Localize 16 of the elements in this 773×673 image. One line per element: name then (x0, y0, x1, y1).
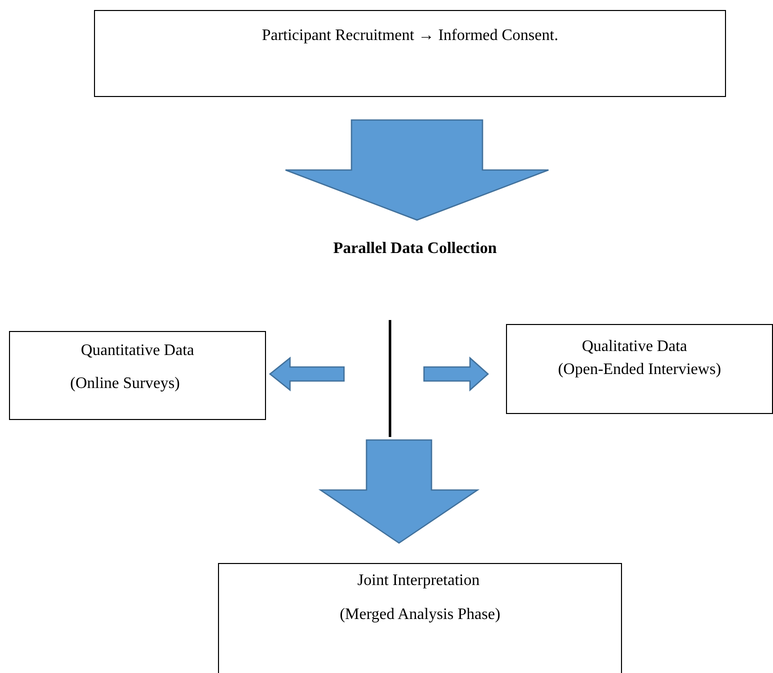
block-arrow (318, 439, 480, 544)
block-arrow (284, 119, 550, 221)
process-box (506, 324, 773, 414)
box-title: Quantitative Data (80, 342, 196, 360)
process-box (94, 10, 726, 97)
block-arrow (423, 356, 489, 392)
box-title: Participant Recruitment → Informed Consent. (260, 27, 560, 45)
process-box (9, 331, 266, 420)
box-subtitle: (Online Surveys) (69, 375, 181, 393)
stage-heading: Parallel Data Collection (332, 240, 498, 258)
box-subtitle: (Open-Ended Interviews) (556, 361, 722, 379)
box-title: Qualitative Data (580, 338, 688, 356)
block-arrow (268, 356, 345, 392)
box-title: Joint Interpretation (356, 572, 481, 590)
box-subtitle: (Merged Analysis Phase) (338, 606, 502, 624)
process-box (218, 563, 622, 673)
